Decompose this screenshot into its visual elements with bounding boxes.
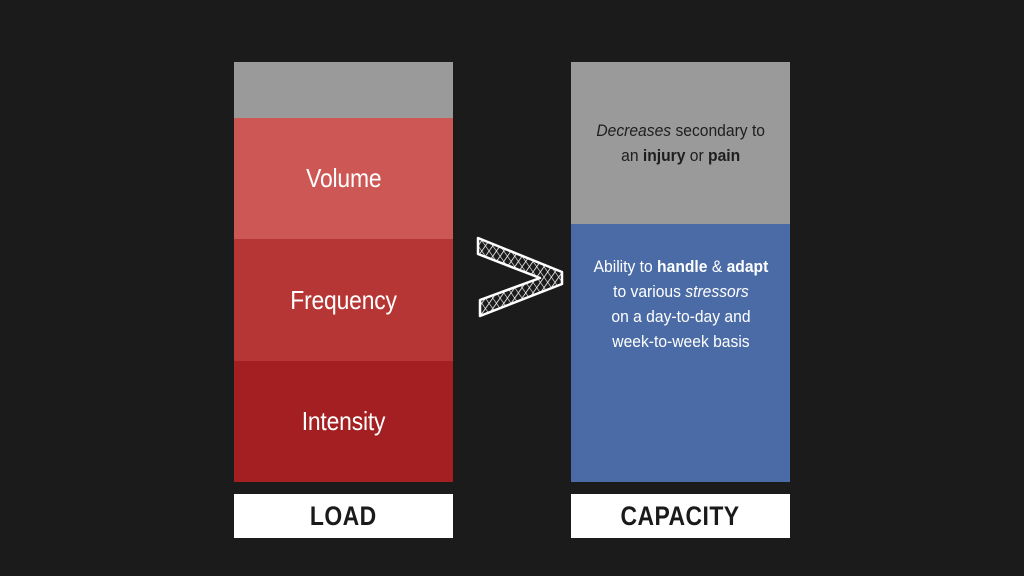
capacity-label-box: CAPACITY [571,494,790,538]
load-label: LOAD [310,500,377,531]
intensity-label: Intensity [301,406,386,436]
frequency-label: Frequency [290,284,397,315]
capacity-label: CAPACITY [620,500,740,531]
greater-than-icon [476,236,564,318]
capacity-decrease-segment: Decreases secondary to an injury or pain [571,62,790,224]
capacity-ability-text: Ability to handle & adapt to various str… [593,257,768,351]
capacity-ability-segment: Ability to handle & adapt to various str… [571,224,790,482]
volume-label: Volume [305,163,382,193]
capacity-column: Decreases secondary to an injury or pain… [571,62,790,482]
load-label-box: LOAD [234,494,453,538]
capacity-decrease-text: Decreases secondary to an injury or pain [596,121,765,165]
load-empty-segment [234,62,453,118]
load-column: Volume Frequency Intensity [234,62,453,482]
load-volume-segment: Volume [234,118,453,239]
load-intensity-segment: Intensity [234,361,453,482]
load-frequency-segment: Frequency [234,239,453,361]
